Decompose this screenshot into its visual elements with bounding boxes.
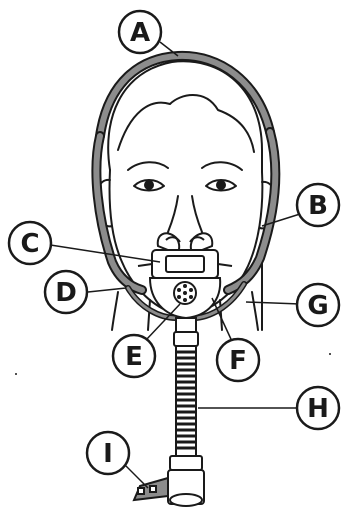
pupil-left <box>145 181 153 189</box>
callout-a: A <box>119 11 161 53</box>
short-tube <box>176 346 196 456</box>
callout-label-d: D <box>55 278 77 308</box>
callout-label-g: G <box>307 291 328 321</box>
hairline <box>118 95 254 152</box>
callout-label-a: A <box>130 18 150 48</box>
elbow-connector <box>174 318 198 346</box>
callout-label-e: E <box>125 342 143 372</box>
callout-e: E <box>113 335 155 377</box>
callout-c: C <box>9 222 51 264</box>
leader-d <box>88 288 126 292</box>
brow-left <box>128 162 168 170</box>
shoulder-left <box>112 292 118 330</box>
callout-h: H <box>297 387 339 429</box>
callout-label-h: H <box>307 394 329 424</box>
tube-connector <box>134 456 204 506</box>
callout-i: I <box>87 432 129 474</box>
callout-label-c: C <box>20 229 39 259</box>
callout-label-f: F <box>229 346 247 376</box>
callout-f: F <box>217 339 259 381</box>
mask-frame <box>138 250 232 278</box>
callout-g: G <box>297 284 339 326</box>
speck <box>329 353 331 355</box>
nose <box>168 196 202 232</box>
callout-label-i: I <box>103 439 113 469</box>
callout-d: D <box>45 271 87 313</box>
brow-right <box>202 162 242 170</box>
side-strap-left <box>96 136 142 290</box>
neck-left <box>148 300 150 330</box>
leader-c <box>44 244 160 262</box>
speck <box>15 373 17 375</box>
callout-label-b: B <box>308 191 328 221</box>
callout-b: B <box>297 184 339 226</box>
side-strap-right <box>228 132 275 290</box>
pupil-right <box>217 181 225 189</box>
shoulder-right <box>252 292 258 330</box>
